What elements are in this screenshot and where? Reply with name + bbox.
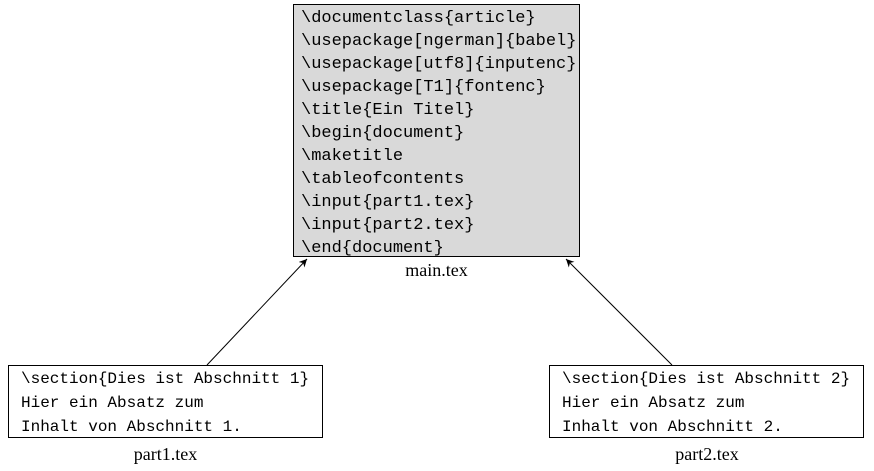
code-line: Hier ein Absatz zum xyxy=(562,394,745,412)
code-line: Inhalt von Abschnitt 1. xyxy=(21,418,242,436)
code-line: \usepackage[ngerman]{babel} xyxy=(301,32,577,51)
part1-tex-label: part1.tex xyxy=(133,444,198,464)
code-line: \section{Dies ist Abschnitt 1} xyxy=(21,370,310,388)
code-line: \documentclass{article} xyxy=(301,9,536,28)
connector-part1-to-main xyxy=(206,258,308,366)
code-line: \input{part1.tex} xyxy=(301,193,475,212)
code-line: \title{Ein Titel} xyxy=(301,101,475,120)
code-line: \section{Dies ist Abschnitt 2} xyxy=(562,370,851,388)
connector-part2-to-main xyxy=(565,258,673,366)
part1-tex-box: \section{Dies ist Abschnitt 1} Hier ein … xyxy=(8,365,323,438)
code-line: \tableofcontents xyxy=(301,170,465,189)
code-line: \usepackage[T1]{fontenc} xyxy=(301,78,546,97)
code-line: \input{part2.tex} xyxy=(301,216,475,235)
code-line: Hier ein Absatz zum xyxy=(21,394,204,412)
code-line: \end{document} xyxy=(301,239,444,258)
code-line: \begin{document} xyxy=(301,124,465,143)
code-line: \usepackage[utf8]{inputenc} xyxy=(301,55,577,74)
code-line: Inhalt von Abschnitt 2. xyxy=(562,418,783,436)
main-tex-box: \documentclass{article} \usepackage[nger… xyxy=(293,4,580,258)
main-tex-label: main.tex xyxy=(405,260,468,280)
part2-tex-label: part2.tex xyxy=(675,444,739,464)
code-line: \maketitle xyxy=(301,147,404,166)
part2-tex-box: \section{Dies ist Abschnitt 2} Hier ein … xyxy=(549,365,864,438)
